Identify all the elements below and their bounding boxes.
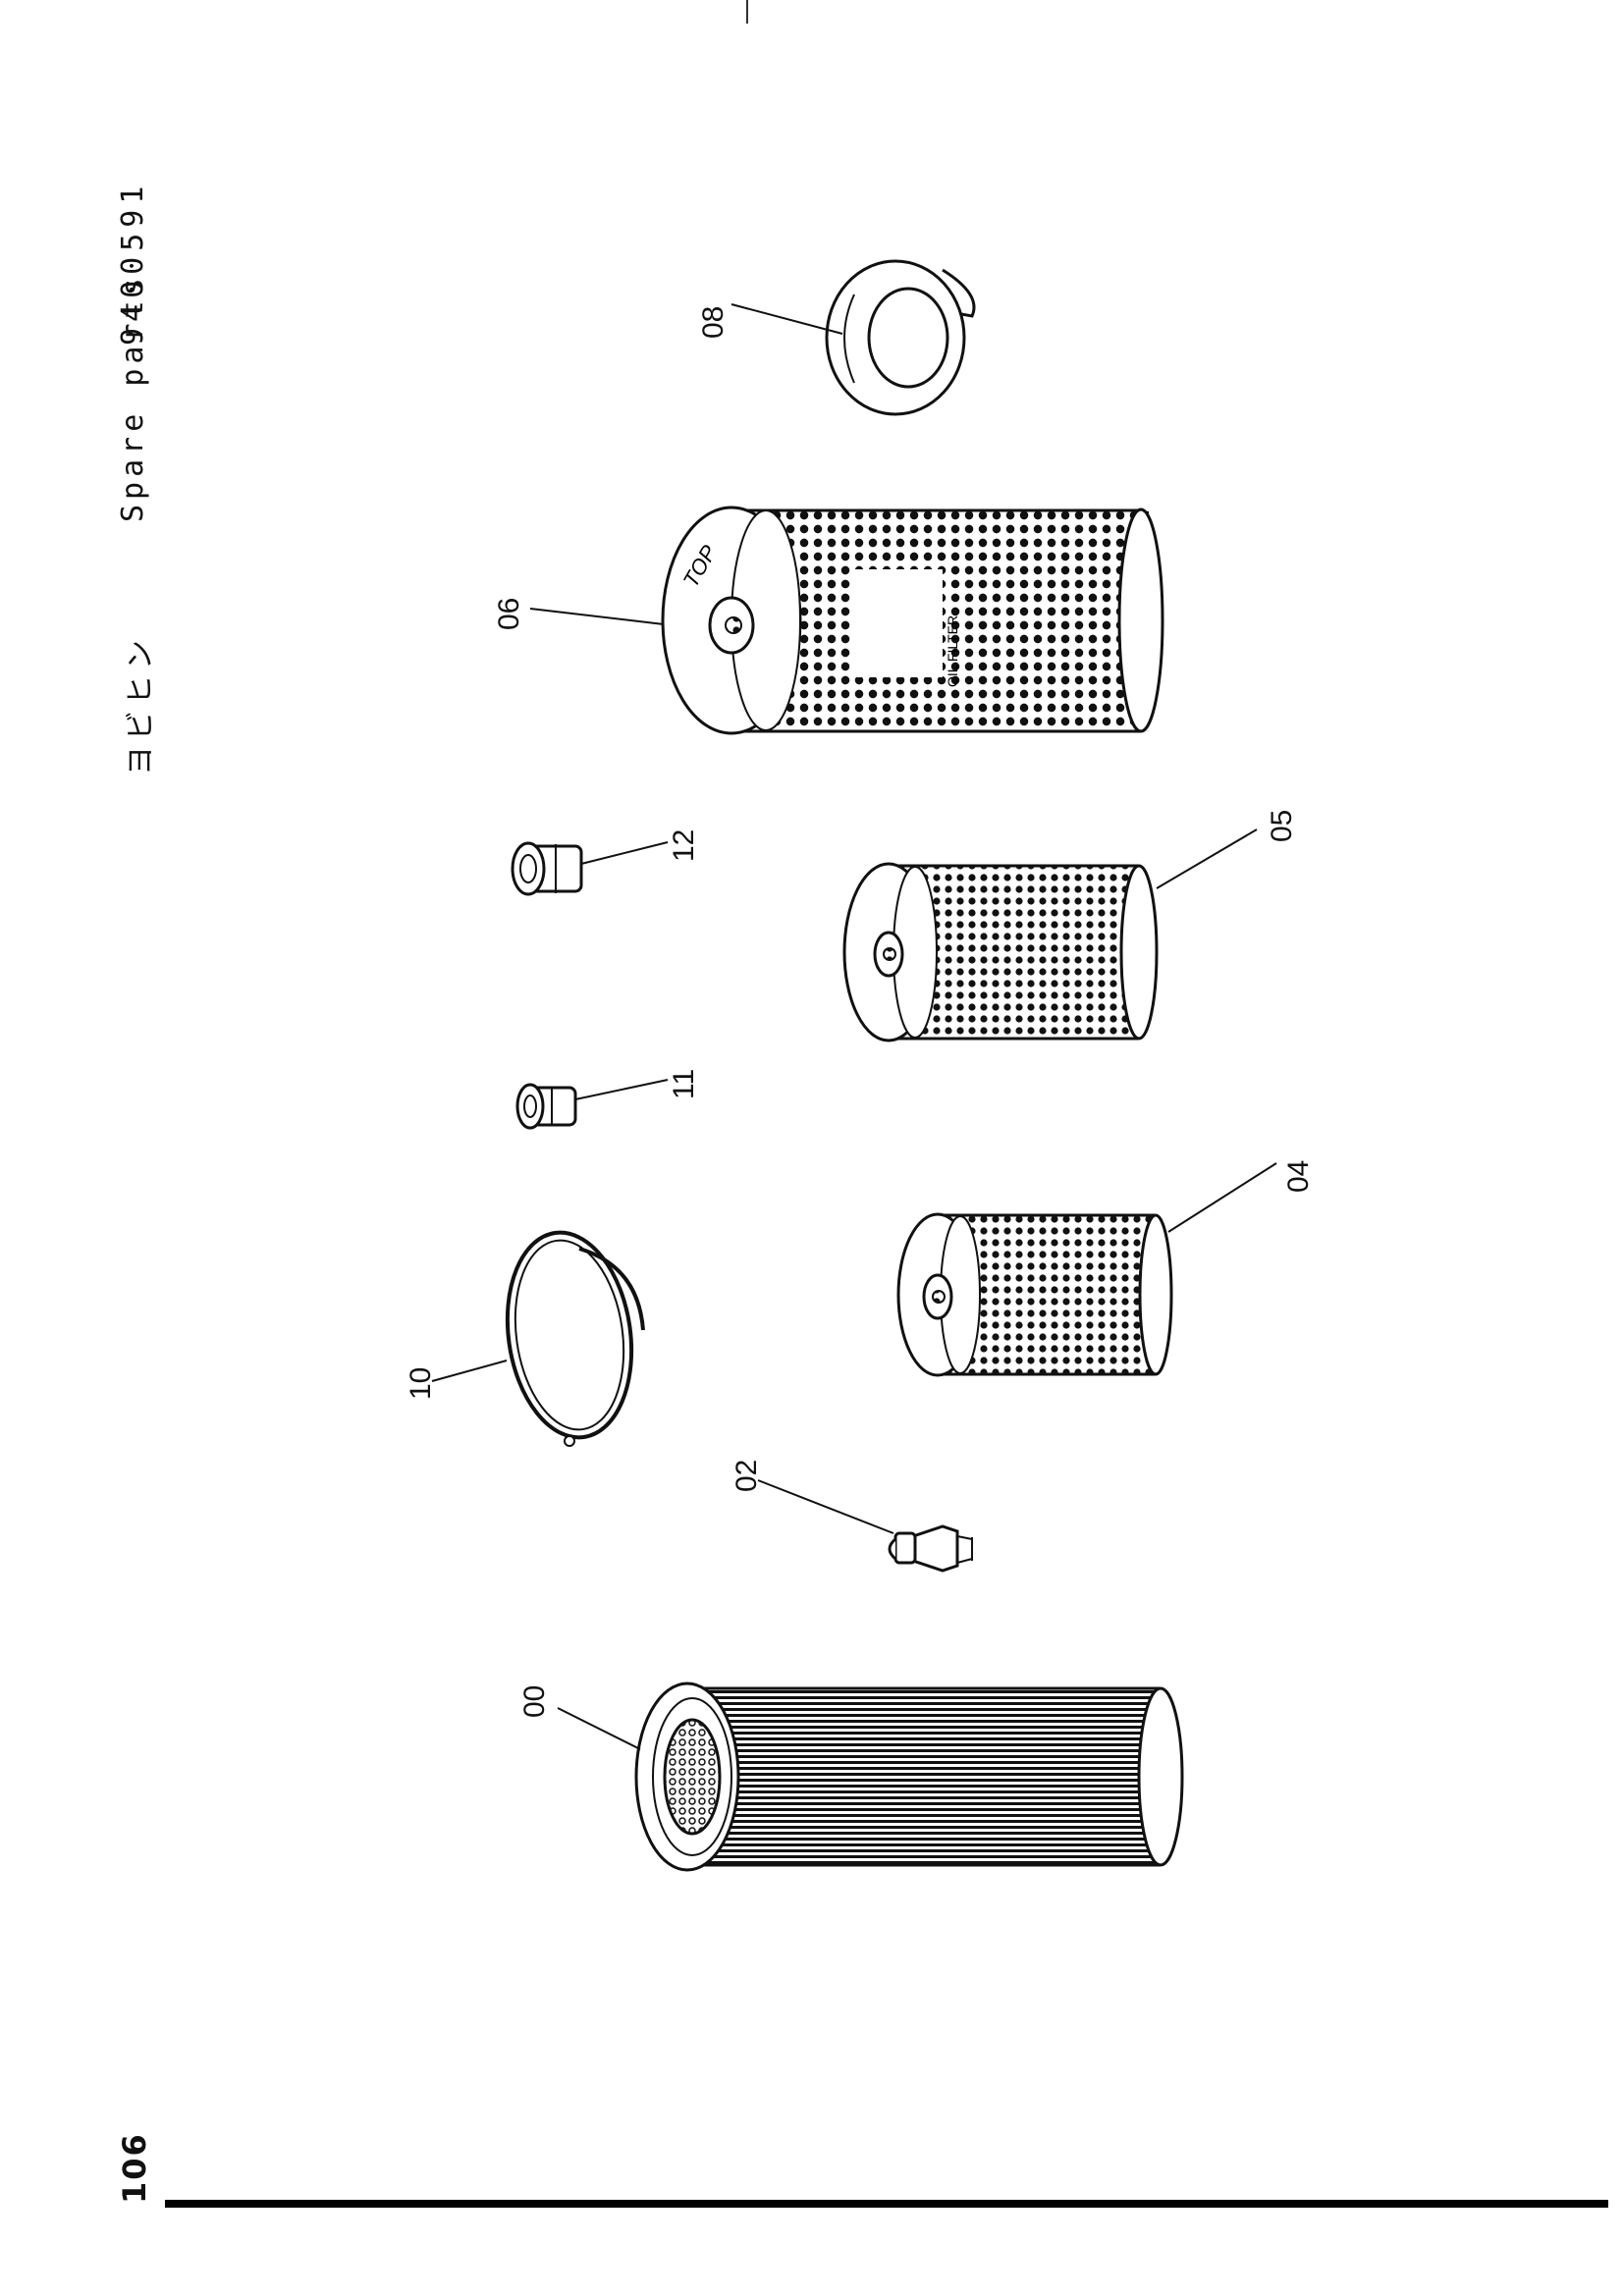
- callout-12: 12: [668, 829, 700, 862]
- callout-08: 08: [697, 306, 730, 339]
- callout-10: 10: [405, 1367, 437, 1400]
- callout-06: 06: [493, 598, 525, 630]
- footer-rule: [165, 2200, 1608, 2208]
- part-12-bushing: 12: [511, 829, 700, 896]
- callout-04: 04: [1282, 1160, 1315, 1193]
- callout-00: 00: [518, 1685, 551, 1718]
- callout-02: 02: [730, 1460, 763, 1492]
- part-04-filter-element: 04: [896, 1160, 1315, 1377]
- part-10-o-ring: 10: [405, 1230, 645, 1447]
- part-06-oil-filter: TOP OIL FILTER 06: [493, 506, 1164, 735]
- part-05-filter-element: 05: [842, 810, 1298, 1042]
- part-02-grease-nipple: 02: [730, 1460, 973, 1573]
- part-11-bushing: 11: [515, 1069, 700, 1130]
- part-00-pleated-filter: 00: [518, 1682, 1184, 1872]
- filter-print-label: OIL FILTER: [945, 615, 960, 687]
- page-edge-mark: [746, 0, 748, 24]
- part-08-seal-ring: 08: [697, 259, 976, 416]
- callout-11: 11: [668, 1069, 700, 1099]
- callout-05: 05: [1266, 810, 1298, 842]
